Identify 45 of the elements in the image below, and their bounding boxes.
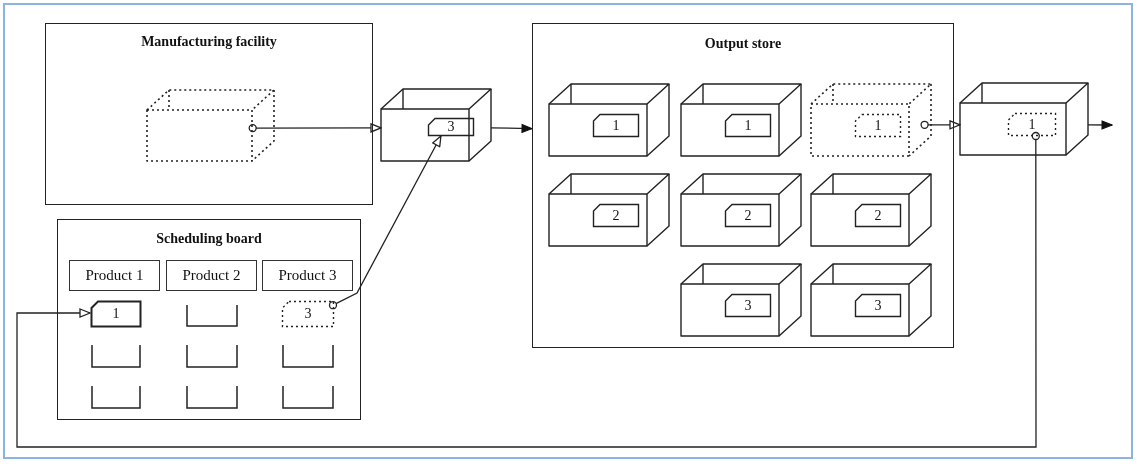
- arrow: [920, 120, 961, 130]
- column-header: Product 2: [166, 260, 257, 291]
- container-drawing: [681, 264, 801, 336]
- card-slot: [186, 304, 238, 327]
- container-drawing: [549, 174, 669, 246]
- arrow: [248, 123, 382, 133]
- container-drawing: [811, 84, 931, 156]
- card-slot: [91, 344, 141, 368]
- container-drawing: [811, 264, 931, 336]
- kanban-card: 1: [91, 301, 141, 327]
- card-slot: [282, 385, 334, 409]
- column-header: Product 3: [262, 260, 353, 291]
- container-drawing: [681, 174, 801, 246]
- column-header: Product 1: [69, 260, 160, 291]
- arrow: [1087, 120, 1113, 130]
- container-drawing: [147, 90, 274, 161]
- arrow: [490, 123, 533, 133]
- container-drawing: [811, 174, 931, 246]
- container-drawing: [381, 89, 491, 161]
- kanban-card: 1: [1008, 113, 1056, 136]
- kanban-card: 2: [725, 204, 771, 227]
- card-slot: [186, 344, 238, 368]
- kanban-card: 2: [593, 204, 639, 227]
- kanban-card: 1: [593, 114, 639, 137]
- card-slot: [186, 385, 238, 409]
- kanban-card: 3: [855, 294, 901, 317]
- panel-title: Scheduling board: [155, 231, 263, 247]
- container-drawing: [681, 84, 801, 156]
- arrow: [328, 135, 442, 310]
- kanban-card: 3: [725, 294, 771, 317]
- scheduling-board-panel: [57, 219, 361, 420]
- facility-panel: [45, 23, 373, 205]
- output-store-panel: [532, 23, 954, 348]
- kanban-card: 3: [428, 118, 474, 136]
- kanban-card: 1: [855, 114, 901, 137]
- kanban-card: 1: [725, 114, 771, 137]
- container-drawing: [549, 84, 669, 156]
- card-slot: [91, 385, 141, 409]
- container-drawing: [960, 83, 1088, 155]
- arrow: [16, 131, 1040, 448]
- panel-title: Output store: [703, 36, 783, 52]
- kanban-card: 3: [282, 301, 334, 327]
- panel-title: Manufacturing facility: [140, 34, 278, 50]
- kanban-card: 2: [855, 204, 901, 227]
- card-slot: [282, 344, 334, 368]
